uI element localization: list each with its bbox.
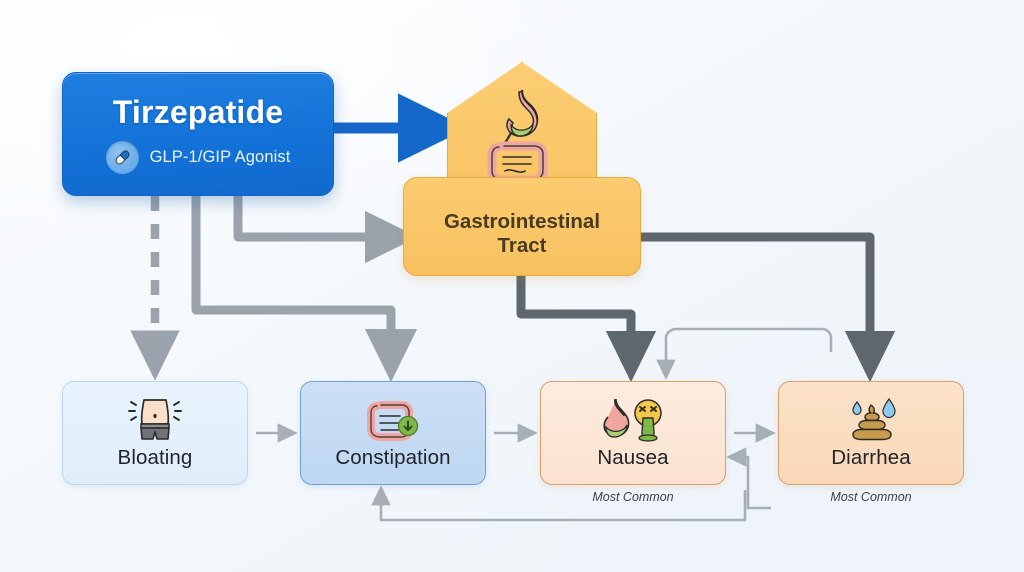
gi-label-line2: Tract xyxy=(497,233,547,257)
edge-gi-to-diarrhea xyxy=(634,232,896,383)
symptom-label-diarrhea: Diarrhea xyxy=(831,446,911,469)
symptom-box-constipation[interactable]: Constipation xyxy=(300,381,486,485)
drug-subtitle: GLP-1/GIP Agonist xyxy=(149,148,291,166)
intestines-slow-down-icon xyxy=(367,396,419,442)
edge-drug-to-constipation xyxy=(191,191,418,383)
page-title: Tirzepatide xyxy=(112,94,284,130)
edge-diarrhea-to-nausea-feedback xyxy=(726,447,771,510)
loose-stool-droplets-icon xyxy=(844,396,898,442)
gi-tract-label: Gastrointestinal Tract xyxy=(444,196,600,257)
symptom-label-nausea: Nausea xyxy=(597,446,669,469)
symptom-tag-nausea: Most Common xyxy=(592,490,674,504)
symptom-label-constipation: Constipation xyxy=(335,446,451,469)
gi-tract-node[interactable]: Gastrointestinal Tract xyxy=(403,62,641,276)
gi-label-line1: Gastrointestinal xyxy=(443,210,601,234)
edge-nausea-top-feedback xyxy=(656,327,833,380)
drug-subtitle-row: GLP-1/GIP Agonist xyxy=(105,141,291,174)
drug-card[interactable]: Tirzepatide GLP-1/GIP Agonist xyxy=(62,72,334,196)
stomach-vomiting-face-icon xyxy=(596,396,670,442)
symptom-label-bloating: Bloating xyxy=(117,446,193,469)
symptom-box-nausea[interactable]: Nausea Most Common xyxy=(540,381,726,504)
symptom-tag-diarrhea: Most Common xyxy=(830,490,912,504)
edge-drug-to-gi-secondary xyxy=(233,191,419,264)
pill-capsule-icon xyxy=(105,141,139,174)
gi-tract-label-panel: Gastrointestinal Tract xyxy=(403,177,641,276)
symptom-box-bloating[interactable]: Bloating xyxy=(62,381,248,485)
edge-gi-to-nausea xyxy=(516,269,657,383)
bloated-abdomen-icon xyxy=(128,396,182,442)
symptom-box-diarrhea[interactable]: Diarrhea Most Common xyxy=(778,381,964,504)
